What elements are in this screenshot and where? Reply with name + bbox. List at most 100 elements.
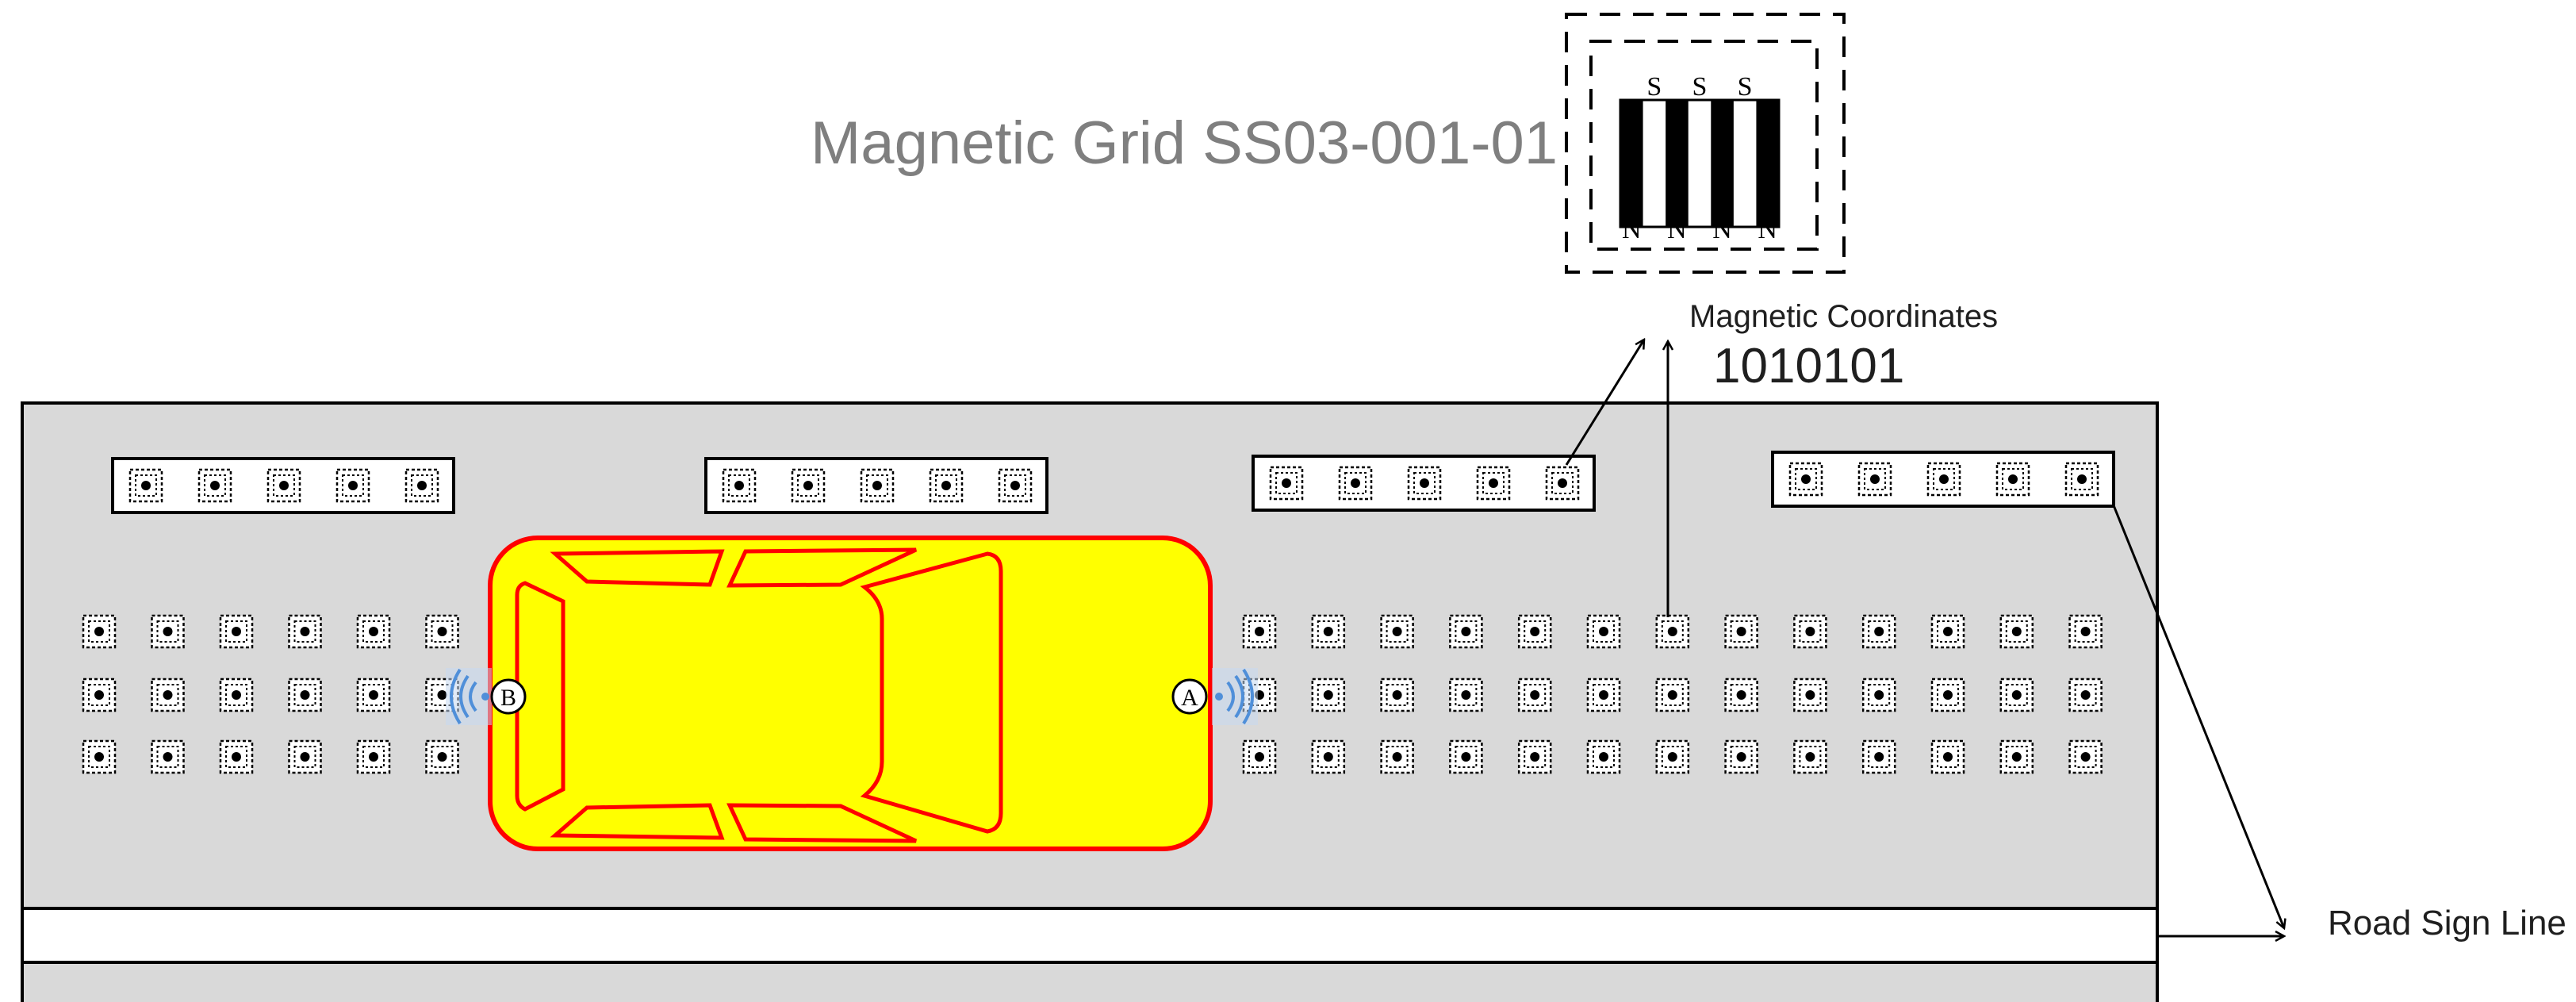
grid-group-2 [704, 457, 1048, 514]
magnetic-marker [1930, 739, 1965, 774]
magnetic-marker [1724, 678, 1758, 712]
sensor-a: A [1171, 668, 1258, 725]
magnetic-marker [356, 678, 391, 712]
vehicle: B A [446, 536, 1258, 851]
sensor-b-label: B [500, 685, 516, 711]
magnetic-marker [1407, 466, 1442, 501]
magnetic-marker [425, 739, 459, 774]
magnetic-marker [128, 468, 163, 503]
magnetic-marker [1380, 739, 1414, 774]
vehicle-side-window-top-rear [550, 549, 725, 587]
magnetic-marker [288, 739, 322, 774]
vehicle-body [488, 536, 1213, 851]
magnetic-coordinates-value: 1010101 [1713, 339, 1904, 394]
magnet-pole-bottom: N [1758, 215, 1777, 244]
magnetic-marker [1311, 678, 1346, 712]
magnetic-marker [1857, 462, 1892, 497]
magnetic-marker [1655, 614, 1690, 649]
magnetic-marker [1586, 614, 1621, 649]
magnetic-marker [151, 739, 185, 774]
magnetic-marker [1449, 739, 1483, 774]
vehicle-side-window-bottom-front [726, 803, 918, 843]
vehicle-side-window-bottom-rear [550, 803, 725, 840]
magnetic-marker [1926, 462, 1961, 497]
magnetic-marker [2068, 678, 2103, 712]
magnetic-marker [82, 739, 117, 774]
magnetic-marker [1380, 614, 1414, 649]
magnetic-marker [425, 614, 459, 649]
magnetic-marker [1930, 678, 1965, 712]
vehicle-front-windshield [860, 551, 1003, 834]
magnetic-marker [1861, 739, 1896, 774]
magnetic-marker [266, 468, 301, 503]
magnet-pole-top: S [1646, 72, 1662, 102]
magnetic-marker [82, 614, 117, 649]
vehicle-rear-window [515, 581, 565, 812]
magnetic-marker [335, 468, 370, 503]
grid-group-4 [1771, 451, 2115, 508]
magnetic-marker [860, 468, 895, 503]
magnetic-marker [356, 614, 391, 649]
marker-row-1 [82, 614, 2103, 649]
magnet-pole-bottom: N [1712, 215, 1732, 244]
magnetic-marker [1449, 678, 1483, 712]
grid-group-3 [1252, 455, 1596, 512]
magnet-stripes [1619, 98, 1781, 228]
magnetic-marker [1242, 614, 1277, 649]
sensor-b: B [446, 668, 527, 725]
magnet-stripe-dark [1756, 100, 1779, 227]
magnet-pole-bottom: N [1667, 215, 1687, 244]
magnetic-marker [219, 739, 254, 774]
magnetic-marker [1586, 678, 1621, 712]
magnetic-marker [1338, 466, 1373, 501]
magnetic-marker [1586, 739, 1621, 774]
magnetic-marker [2064, 462, 2099, 497]
magnetic-marker [2068, 614, 2103, 649]
magnetic-marker [1999, 678, 2034, 712]
magnet-pole-top: S [1692, 72, 1708, 102]
magnetic-marker [1311, 614, 1346, 649]
magnetic-marker [1242, 739, 1277, 774]
magnetic-marker [1724, 614, 1758, 649]
magnetic-marker [1999, 614, 2034, 649]
magnetic-marker [197, 468, 232, 503]
magnet-stripe-dark [1620, 100, 1643, 227]
magnetic-marker [1930, 614, 1965, 649]
sensor-a-label: A [1181, 685, 1198, 711]
magnetic-marker [1311, 739, 1346, 774]
magnetic-marker [1269, 466, 1304, 501]
magnetic-marker [1995, 462, 2030, 497]
magnetic-marker [1793, 678, 1827, 712]
magnetic-marker [722, 468, 757, 503]
coordinate-arrow-diagonal [1565, 340, 1644, 466]
magnet-stripe-dark [1666, 100, 1689, 227]
magnetic-marker [1999, 739, 2034, 774]
magnetic-marker [1793, 739, 1827, 774]
magnetic-marker [82, 678, 117, 712]
magnet-pole-top: S [1738, 72, 1753, 102]
magnetic-marker [219, 614, 254, 649]
magnetic-marker [1655, 739, 1690, 774]
magnetic-marker [356, 739, 391, 774]
magnetic-marker [998, 468, 1033, 503]
magnetic-marker [1545, 466, 1580, 501]
magnetic-marker [1517, 614, 1552, 649]
magnetic-marker [288, 678, 322, 712]
magnetic-marker [151, 678, 185, 712]
magnetic-marker [288, 614, 322, 649]
road-sign-leader-diagonal [2112, 505, 2284, 928]
magnetic-grid-groups [111, 451, 2115, 514]
magnetic-marker [1476, 466, 1511, 501]
magnetic-marker [929, 468, 964, 503]
magnetic-marker-rows [82, 614, 2103, 774]
magnetic-marker [1724, 739, 1758, 774]
magnetic-marker [1861, 614, 1896, 649]
magnet-legend-inner-box [1589, 40, 1819, 251]
magnetic-marker [1517, 739, 1552, 774]
magnetic-marker [1861, 678, 1896, 712]
magnet-stripe-dark [1711, 100, 1734, 227]
magnetic-marker [1380, 678, 1414, 712]
